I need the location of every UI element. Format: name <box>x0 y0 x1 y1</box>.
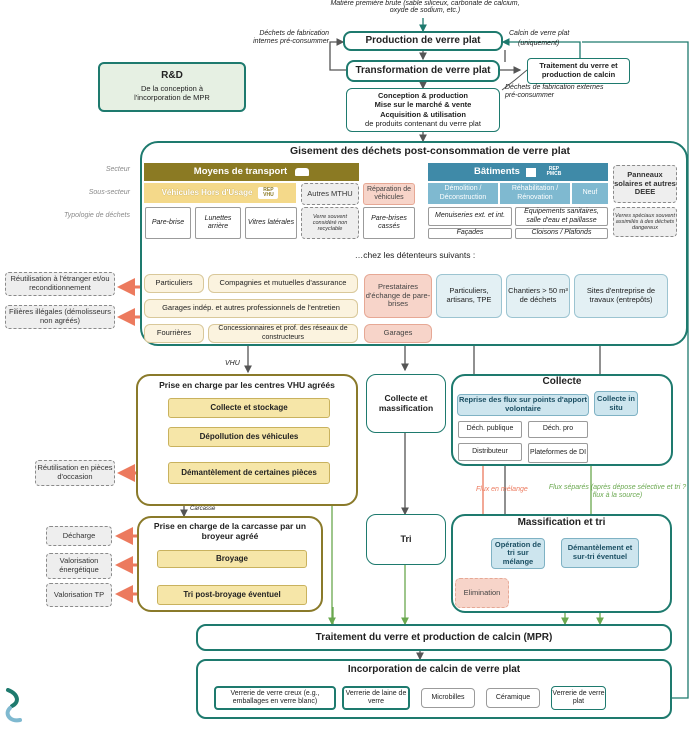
logo-icon <box>5 688 22 723</box>
carcasse-label: Carcasse <box>190 506 216 512</box>
calcin-treatment-box: Traitement du verre et production de cal… <box>527 58 630 84</box>
transport-header: Moyens de transport <box>144 163 359 181</box>
incorp-verre-creux: Verrerie de verre creux (e.g., emballage… <box>214 686 336 710</box>
holder-concessionnaires: Concessionnaires et prof. des réseaux de… <box>208 324 358 343</box>
step-collecte-stockage: Collecte et stockage <box>168 398 330 418</box>
flux-separes-label: Flux séparés (après dépose sélective et … <box>548 484 687 500</box>
mthu-note: Verre souvent considéré non recyclable <box>301 207 359 239</box>
row-label-secteur: Secteur <box>105 166 130 173</box>
transport-header-label: Moyens de transport <box>193 165 288 177</box>
insitu-box: Collecte in situ <box>594 391 638 416</box>
building-icon <box>525 167 536 177</box>
panels-note: Verres spéciaux souvent assimilés à des … <box>613 207 677 237</box>
rd-title: R&D <box>161 70 183 81</box>
vhu-flow-label: VHU <box>225 360 240 367</box>
holder-prestataires: Prestataires d'échange de pare-brises <box>364 274 432 318</box>
holder-garages-indep: Garages indép. et autres professionnels … <box>144 299 358 318</box>
design-line-1: Conception & production <box>378 91 468 100</box>
outcome-reuse-abroad: Réutilisation à l'étranger et/ou recondi… <box>5 272 115 296</box>
tri-box: Tri <box>366 514 446 565</box>
incorporation-title: Incorporation de calcin de verre plat <box>347 664 521 675</box>
holder-particuliers: Particuliers <box>144 274 204 293</box>
type-cloisons: Cloisons / Plafonds <box>515 228 608 239</box>
type-equipements: Equipements sanitaires, salle d'eau et p… <box>515 207 608 226</box>
type-menuiseries: Menuiseries ext. et int. <box>428 207 512 226</box>
broyeur-title: Prise en charge de la carcasse par un br… <box>153 521 307 541</box>
mthu-subsector: Autres MTHU <box>301 183 359 205</box>
type-facades: Façades <box>428 228 512 239</box>
step-broyage: Broyage <box>157 550 307 568</box>
row-label-typologie: Typologie de déchets <box>63 212 130 219</box>
step-demantelement: Démantèlement de certaines pièces <box>168 462 330 484</box>
design-line-2: Mise sur le marché & vente <box>374 100 472 110</box>
incorp-microbilles: Microbilles <box>421 688 475 708</box>
outcome-illegal: Filières illégales (démolisseurs non agr… <box>5 305 115 329</box>
step-tri-post-broyage: Tri post-broyage éventuel <box>157 585 307 605</box>
massification-title: Massification et tri <box>517 517 606 528</box>
reprise-box: Reprise des flux sur points d'apport vol… <box>457 394 589 416</box>
neuf-subsector: Neuf <box>572 183 608 204</box>
collecte-massification-box: Collecte et massification <box>366 374 446 433</box>
rd-box: R&D De la conception à l'incorporation d… <box>98 62 246 112</box>
incorp-verre-plat: Verrerie de verre plat <box>551 686 606 710</box>
rep-pmcb-tag: REP PMCB <box>546 166 562 177</box>
point-distributeur: Distributeur <box>458 443 522 461</box>
design-line-3: Acquisition & utilisation <box>380 109 466 119</box>
batiments-header: Bâtiments REP PMCB <box>428 163 608 181</box>
incorp-ceramique: Céramique <box>486 688 540 708</box>
type-vitres: Vitres latérales <box>245 207 297 239</box>
vhu-subsector-label: Véhicules Hors d'Usage <box>161 188 253 198</box>
type-lunettes: Lunettes arrière <box>195 207 241 239</box>
point-plateformes: Plateformes de DI <box>528 443 588 463</box>
waste-external-label: Déchets de fabrication externes pré-cons… <box>505 84 604 99</box>
calcin-only-label: (uniquement) <box>518 40 560 47</box>
vhu-subsector: Véhicules Hors d'Usage REP VHU <box>144 183 296 203</box>
rehab-subsector: Réhabilitation / Rénovation <box>500 183 570 204</box>
type-pare-brises-casses: Pare-brises cassés <box>363 207 415 239</box>
treatment-box: Traitement du verre et production de cal… <box>196 624 672 651</box>
point-dech-publique: Déch. publique <box>458 421 522 438</box>
vhu-centres-title: Prise en charge par les centres VHU agré… <box>159 380 335 390</box>
outcome-reuse-parts: Réutilisation en pièces d'occasion <box>35 460 115 486</box>
waste-internal-label: Déchets de fabrication internes pré-cons… <box>253 30 329 45</box>
demantelement-box: Démantèlement et sur-tri éventuel <box>561 538 639 568</box>
design-box: Conception & production Mise sur le marc… <box>346 88 500 132</box>
row-label-sous-secteur: Sous-secteur <box>88 189 130 196</box>
holder-assurance: Compagnies et mutuelles d'assurance <box>208 274 358 293</box>
detenteurs-label: …chez les détenteurs suivants : <box>354 250 476 260</box>
production-box: Production de verre plat <box>343 31 503 51</box>
collecte-title: Collecte <box>542 376 582 387</box>
repair-subsector: Réparation de véhicules <box>363 183 415 205</box>
holder-particuliers-artisans: Particuliers, artisans, TPE <box>436 274 502 318</box>
holder-garages: Garages <box>364 324 432 343</box>
type-pare-brise: Pare-brise <box>145 207 191 239</box>
calcin-label: Calcin de verre plat <box>509 30 570 37</box>
elimination-box: Elimination <box>455 578 509 608</box>
holder-fourrieres: Fourrières <box>144 324 204 343</box>
flux-melange-label: Flux en mélange <box>476 486 528 493</box>
demolition-subsector: Démolition / Déconstruction <box>428 183 498 204</box>
car-icon <box>295 168 310 176</box>
gisement-title: Gisement des déchets post-consommation d… <box>289 145 571 157</box>
raw-material-label: Matière première brute (sable siliceux, … <box>330 0 520 15</box>
outcome-decharge: Décharge <box>46 526 112 546</box>
op-tri-box: Opération de tri sur mélange <box>491 538 545 569</box>
outcome-energy: Valorisation énergétique <box>46 553 112 579</box>
holder-sites: Sites d'entreprise de travaux (entrepôts… <box>574 274 668 318</box>
outcome-tp: Valorisation TP <box>46 583 112 607</box>
incorp-laine: Verrerie de laine de verre <box>342 686 410 710</box>
batiments-header-label: Bâtiments <box>474 165 520 177</box>
rd-text: De la conception à l'incorporation de MP… <box>134 84 210 102</box>
point-dech-pro: Déch. pro <box>528 421 588 438</box>
transformation-box: Transformation de verre plat <box>346 60 500 82</box>
holder-chantiers: Chantiers > 50 m³ de déchets <box>506 274 570 318</box>
step-depollution: Dépollution des véhicules <box>168 427 330 447</box>
panels-box: Panneaux solaires et autres DEEE <box>613 165 677 203</box>
rep-vhu-tag: REP VHU <box>258 187 279 199</box>
design-line-4: de produits contenant du verre plat <box>365 119 481 129</box>
